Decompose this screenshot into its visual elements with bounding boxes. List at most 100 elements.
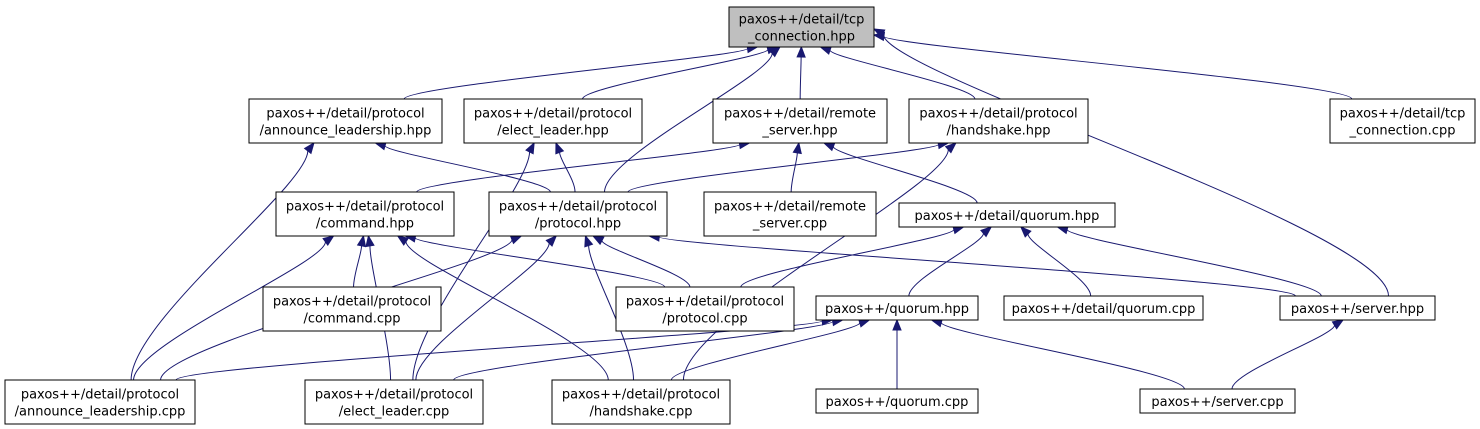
node-label-line: paxos++/quorum.cpp bbox=[826, 395, 969, 410]
node-label-line: paxos++/detail/tcp bbox=[1340, 107, 1466, 122]
node-box bbox=[1279, 295, 1436, 321]
node-label-line: paxos++/detail/protocol bbox=[286, 200, 444, 215]
node-label-line: paxos++/detail/quorum.hpp bbox=[915, 209, 1100, 224]
edge-hand-hpp-to-tcp-hpp bbox=[819, 45, 976, 100]
node-label-line: _connection.cpp bbox=[1349, 124, 1456, 139]
edge-ann-cpp-to-cmd-hpp bbox=[133, 235, 335, 381]
node-label-line: /announce_leadership.hpp bbox=[260, 124, 432, 139]
edge-hand-cpp-to-cmd-hpp bbox=[396, 235, 609, 381]
node-label-line: /command.cpp bbox=[303, 312, 400, 327]
node-label-line: _connection.hpp bbox=[747, 30, 855, 45]
node-srv-hpp[interactable]: paxos++/server.hpp bbox=[1279, 295, 1436, 321]
node-label-line: paxos++/detail/protocol bbox=[919, 107, 1077, 122]
node-dq-hpp[interactable]: paxos++/detail/quorum.hpp bbox=[898, 202, 1116, 228]
edge-remote-cpp-to-remote-hpp bbox=[790, 141, 802, 193]
node-box bbox=[898, 202, 1116, 228]
node-label-line: paxos++/detail/remote bbox=[714, 200, 866, 215]
edge-ann-cpp-to-ann-hpp bbox=[130, 141, 315, 381]
node-label-line: _server.hpp bbox=[761, 124, 837, 139]
edge-remote-hpp-to-tcp-hpp bbox=[796, 45, 806, 100]
node-dq-cpp[interactable]: paxos++/detail/quorum.cpp bbox=[1003, 295, 1204, 321]
node-label-line: paxos++/quorum.hpp bbox=[825, 302, 969, 317]
edge-srv-cpp-to-q-hpp bbox=[930, 318, 1185, 390]
node-label-line: /handshake.cpp bbox=[590, 405, 693, 420]
edge-elect-hpp-to-tcp-hpp bbox=[581, 45, 779, 100]
node-elect-hpp[interactable]: paxos++/detail/protocol/elect_leader.hpp bbox=[463, 98, 643, 144]
edge-elect-cpp-to-proto-hpp bbox=[415, 235, 558, 381]
node-cmd-hpp[interactable]: paxos++/detail/protocol/command.hpp bbox=[275, 191, 455, 237]
edge-hand-cpp-to-proto-hpp bbox=[584, 234, 635, 381]
node-label-line: /protocol.hpp bbox=[535, 217, 621, 232]
node-hand-cpp[interactable]: paxos++/detail/protocol/handshake.cpp bbox=[551, 379, 731, 425]
node-box bbox=[712, 98, 888, 144]
node-proto-cpp[interactable]: paxos++/detail/protocol/protocol.cpp bbox=[615, 286, 795, 332]
node-label-line: paxos++/detail/protocol bbox=[315, 388, 473, 403]
node-box bbox=[815, 295, 979, 321]
edge-srv-hpp-to-dq-hpp bbox=[1056, 225, 1322, 297]
node-q-hpp[interactable]: paxos++/quorum.hpp bbox=[815, 295, 979, 321]
edge-ann-hpp-to-tcp-hpp bbox=[403, 43, 759, 100]
node-label-line: paxos++/detail/remote bbox=[724, 107, 876, 122]
edge-cmd-hpp-to-remote-hpp bbox=[416, 139, 751, 193]
node-remote-cpp[interactable]: paxos++/detail/remote _server.cpp bbox=[703, 191, 877, 237]
node-box bbox=[1139, 388, 1296, 414]
edge-cmd-cpp-to-cmd-hpp bbox=[353, 234, 367, 288]
node-box bbox=[248, 98, 443, 144]
node-box bbox=[1329, 98, 1476, 144]
node-box bbox=[304, 379, 484, 425]
node-box bbox=[463, 98, 643, 144]
node-box bbox=[488, 191, 668, 237]
node-label-line: paxos++/server.hpp bbox=[1291, 302, 1424, 317]
edge-q-cpp-to-q-hpp bbox=[892, 318, 902, 389]
node-remote-hpp[interactable]: paxos++/detail/remote _server.hpp bbox=[712, 98, 888, 144]
node-box bbox=[815, 388, 979, 414]
node-label-line: paxos++/detail/protocol bbox=[266, 107, 424, 122]
node-label-line: paxos++/detail/quorum.cpp bbox=[1012, 302, 1196, 317]
edge-proto-cpp-to-cmd-hpp bbox=[404, 233, 666, 288]
node-label-line: paxos++/detail/protocol bbox=[499, 200, 657, 215]
edge-q-hpp-to-dq-hpp bbox=[908, 226, 993, 297]
node-label-line: /elect_leader.hpp bbox=[497, 124, 609, 139]
edges-layer bbox=[130, 28, 1389, 390]
node-hand-hpp[interactable]: paxos++/detail/protocol/handshake.hpp bbox=[908, 98, 1089, 144]
node-label-line: /protocol.cpp bbox=[662, 312, 747, 327]
edge-tcp-cpp-to-tcp-hpp bbox=[872, 31, 1353, 100]
node-label-line: /handshake.hpp bbox=[947, 124, 1051, 139]
node-cmd-cpp[interactable]: paxos++/detail/protocol/command.cpp bbox=[262, 286, 442, 332]
node-label-line: paxos++/detail/protocol bbox=[273, 295, 431, 310]
node-label-line: paxos++/detail/protocol bbox=[474, 107, 632, 122]
edge-dq-cpp-to-dq-hpp bbox=[1019, 226, 1092, 297]
edge-proto-hpp-to-ann-hpp bbox=[374, 141, 551, 193]
node-tcp-cpp[interactable]: paxos++/detail/tcp _connection.cpp bbox=[1329, 98, 1476, 144]
node-tcp-hpp[interactable]: paxos++/detail/tcp_connection.hpp bbox=[728, 6, 875, 48]
node-box bbox=[275, 191, 455, 237]
node-label-line: paxos++/detail/protocol bbox=[562, 388, 720, 403]
node-box bbox=[1003, 295, 1204, 321]
edge-srv-hpp-to-tcp-hpp bbox=[872, 28, 1389, 297]
node-proto-hpp[interactable]: paxos++/detail/protocol/protocol.hpp bbox=[488, 191, 668, 237]
node-label-line: _server.cpp bbox=[752, 217, 827, 232]
node-ann-cpp[interactable]: paxos++/detail/protocol/announce_leaders… bbox=[4, 379, 196, 425]
edge-proto-hpp-to-elect-hpp bbox=[555, 141, 576, 193]
node-box bbox=[551, 379, 731, 425]
node-elect-cpp[interactable]: paxos++/detail/protocol/elect_leader.cpp bbox=[304, 379, 484, 425]
edge-proto-hpp-to-tcp-hpp bbox=[604, 46, 781, 193]
node-q-cpp[interactable]: paxos++/quorum.cpp bbox=[815, 388, 979, 414]
node-box bbox=[262, 286, 442, 332]
edge-hand-cpp-to-hand-hpp bbox=[682, 142, 957, 381]
node-box bbox=[703, 191, 877, 237]
node-label-line: paxos++/server.cpp bbox=[1151, 395, 1283, 410]
node-label-line: /command.hpp bbox=[316, 217, 414, 232]
node-box bbox=[728, 6, 875, 48]
node-srv-cpp[interactable]: paxos++/server.cpp bbox=[1139, 388, 1296, 414]
node-label-line: /announce_leadership.cpp bbox=[15, 405, 186, 420]
node-box bbox=[615, 286, 795, 332]
node-label-line: paxos++/detail/protocol bbox=[21, 388, 179, 403]
node-box bbox=[908, 98, 1089, 144]
nodes-layer: paxos++/detail/tcp_connection.hpppaxos++… bbox=[4, 6, 1476, 425]
edge-proto-cpp-to-proto-hpp bbox=[591, 235, 691, 288]
edge-proto-hpp-to-hand-hpp bbox=[627, 139, 950, 193]
node-ann-hpp[interactable]: paxos++/detail/protocol/announce_leaders… bbox=[248, 98, 443, 144]
edge-srv-cpp-to-srv-hpp bbox=[1231, 319, 1345, 390]
